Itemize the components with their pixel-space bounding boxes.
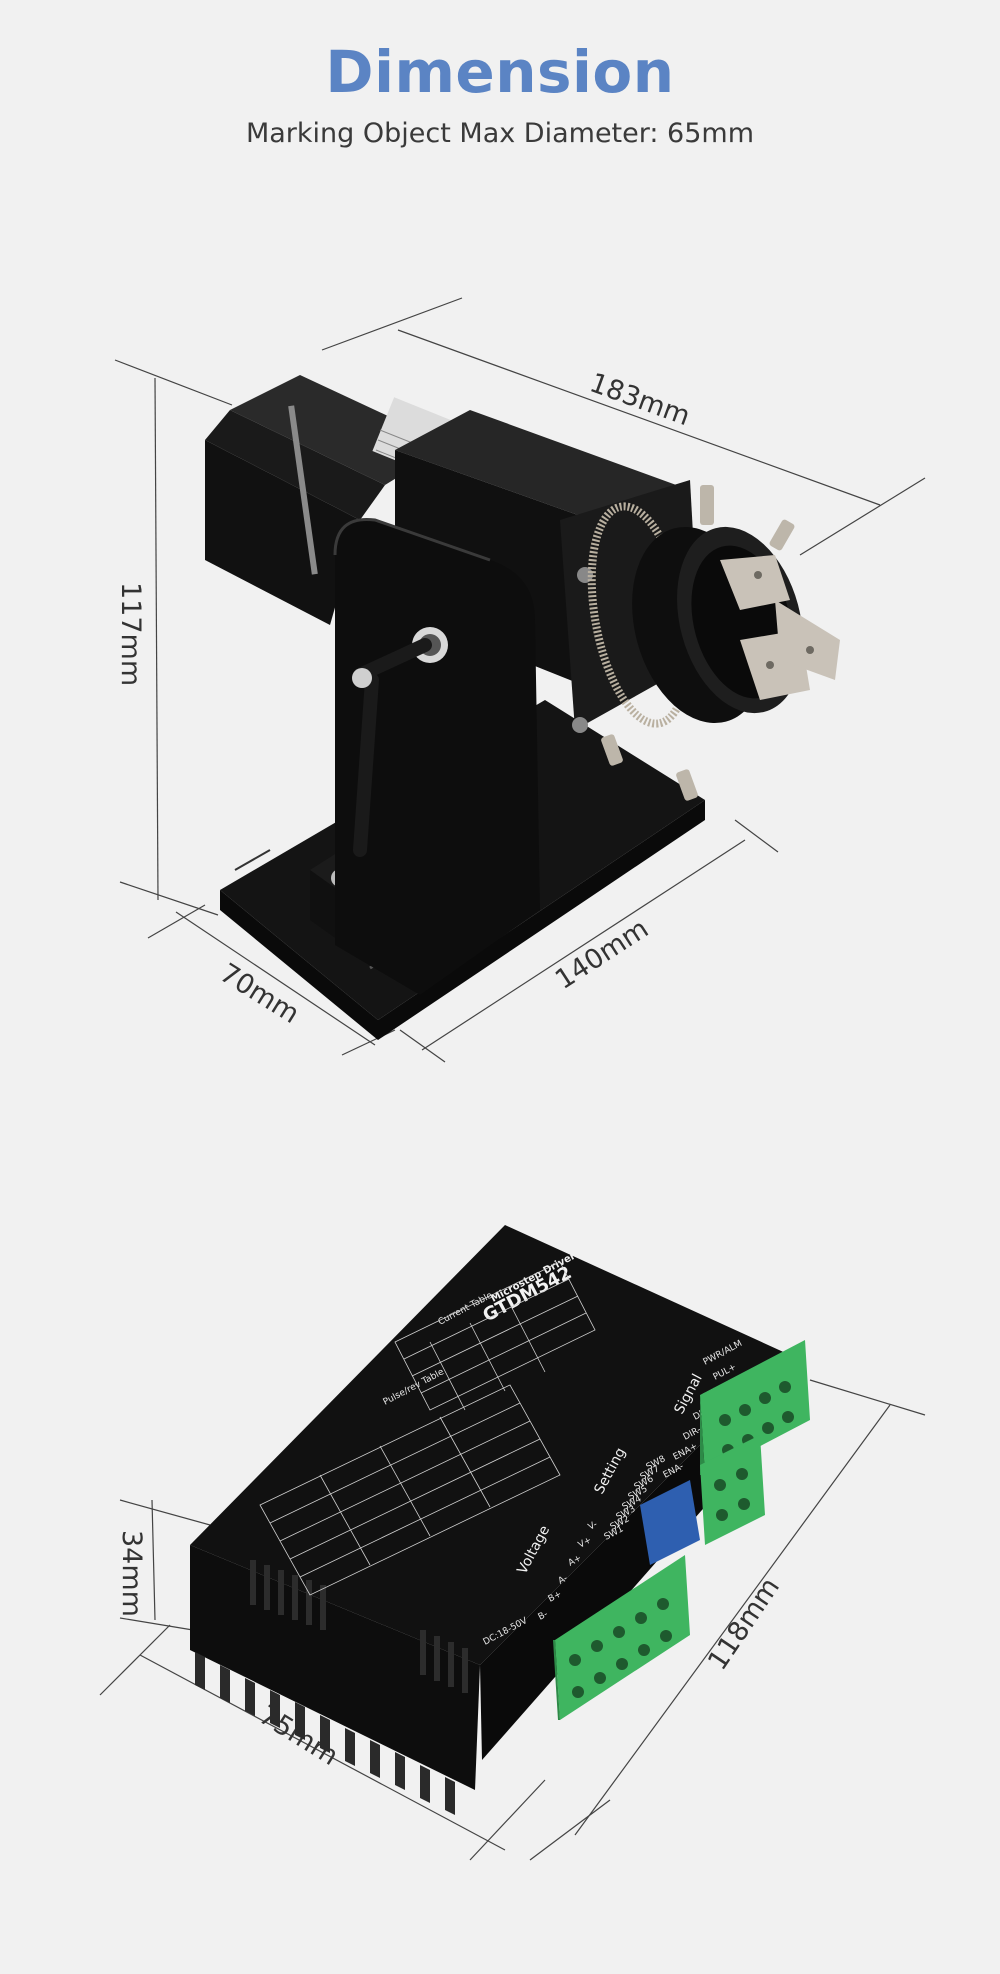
rotary-dimension-lines <box>114 297 926 1063</box>
pin-label: B- <box>537 1609 550 1622</box>
rotary-length-label: 183mm <box>586 367 694 432</box>
rotary-base-label: 140mm <box>550 913 654 996</box>
rotary-height-label: 117mm <box>115 582 146 686</box>
page-title: Dimension <box>325 38 675 106</box>
vent-slots <box>250 1560 468 1693</box>
dip-switch <box>640 1480 700 1565</box>
pin-label: V- <box>587 1520 600 1533</box>
current-table-grid <box>394 1261 596 1411</box>
terminal-block-power <box>553 1555 690 1720</box>
terminal-block-signal <box>700 1340 810 1475</box>
stepper-driver-image: Microstep Driver GTDM542 Current Table P… <box>190 1225 810 1815</box>
heatsink-fins <box>195 1652 455 1815</box>
pin-label: A- <box>557 1573 570 1586</box>
rotary-width-label: 70mm <box>214 958 304 1030</box>
driver-dimension-lines <box>99 1379 926 1861</box>
driver-length-label: 118mm <box>702 1572 786 1676</box>
rotary-attachment-image <box>205 375 840 1040</box>
terminal-block-setting <box>700 1435 765 1545</box>
pulse-table-grid <box>259 1384 561 1596</box>
driver-height-label: 34mm <box>116 1530 147 1617</box>
page-subtitle: Marking Object Max Diameter: 65mm <box>245 118 755 149</box>
